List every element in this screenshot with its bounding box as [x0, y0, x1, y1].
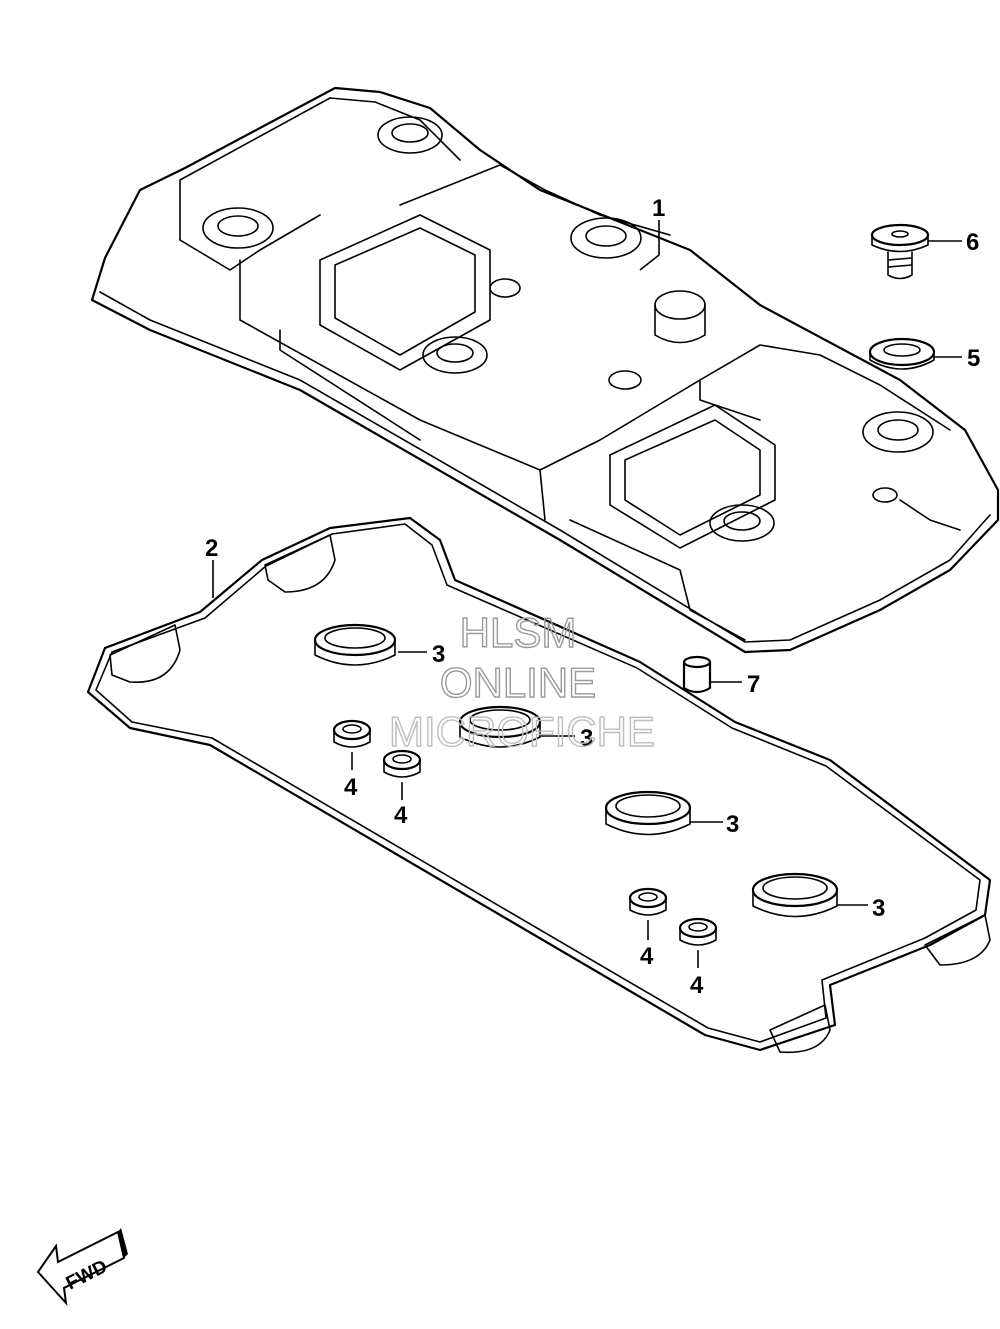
small-seal-c[interactable]: [628, 887, 668, 916]
callout-4: 4: [690, 972, 704, 999]
callout-3: 3: [580, 725, 593, 752]
dowel-sleeve[interactable]: [682, 655, 712, 694]
watermark: HLSM ONLINE MICROFICHE: [388, 608, 655, 755]
cover-gasket[interactable]: [86, 516, 992, 1054]
plug-seal-a[interactable]: [313, 623, 397, 666]
callout-3: 3: [432, 641, 445, 668]
callout-7: 7: [747, 671, 760, 698]
plug-seal-c[interactable]: [604, 790, 692, 836]
callout-6: 6: [966, 229, 979, 256]
plug-seal-d[interactable]: [751, 872, 839, 918]
cover-bolt[interactable]: [870, 223, 930, 280]
small-seal-b[interactable]: [382, 749, 422, 778]
callout-5: 5: [967, 345, 980, 372]
callout-3: 3: [872, 895, 885, 922]
callout-4: 4: [344, 774, 358, 801]
washer[interactable]: [868, 337, 936, 370]
forward-direction-arrow: FWD: [36, 1228, 128, 1307]
watermark-line3: MICROFICHE: [389, 708, 655, 755]
small-seal-a[interactable]: [332, 719, 372, 748]
callout-1: 1: [652, 195, 665, 222]
watermark-line1: HLSM: [460, 609, 577, 656]
leader-lines: [212, 220, 962, 968]
callout-4: 4: [394, 802, 408, 829]
callout-2: 2: [205, 535, 218, 562]
cylinder-head-cover[interactable]: [90, 86, 1000, 654]
plug-seal-b[interactable]: [458, 705, 542, 748]
small-seal-d[interactable]: [678, 917, 718, 946]
callout-3: 3: [726, 811, 739, 838]
watermark-line2: ONLINE: [440, 659, 596, 706]
callout-4: 4: [640, 943, 654, 970]
